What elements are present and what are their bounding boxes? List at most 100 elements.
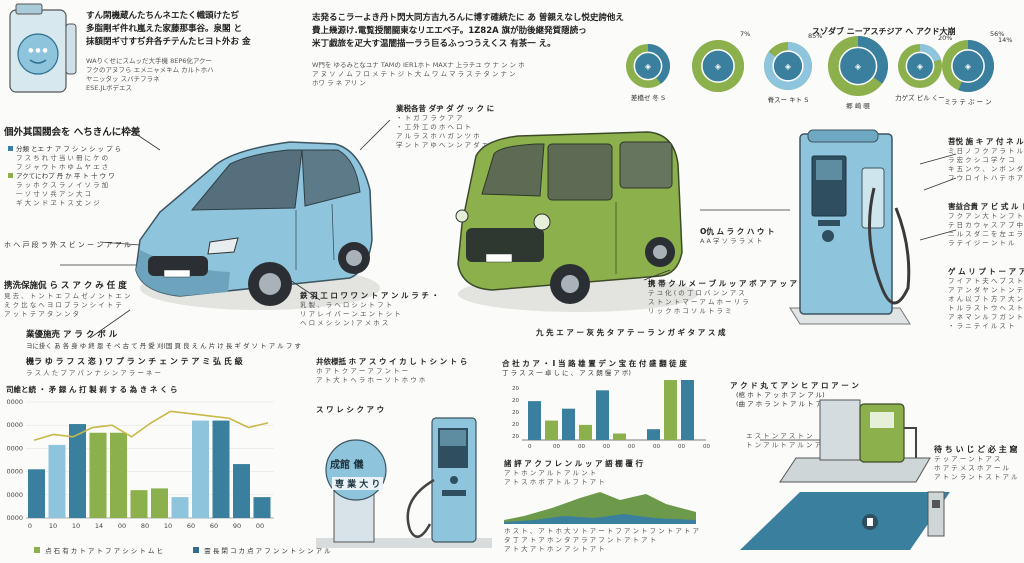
note-line: ヘ ロ メ シ シ ン ) ア メ ホ ス — [300, 319, 389, 327]
heading-line: 抹額閉ギ寸すぢ弁各チテんたヒヨト外お 金 — [86, 37, 251, 47]
donut-charts: ◈差橋ゼ 冬 S◈7%◈85%脊スー キト S◈郷 崎 覗◈20%力ゲズ ピル … — [626, 30, 1012, 110]
donut-chart: ◈85%脊スー キト S — [764, 32, 822, 104]
x-tick-label: 14 — [95, 522, 103, 530]
small-text: 見 去 、 ト ン ト エ フ ム ゼ ノ ン ト エ ン — [4, 292, 131, 300]
small-text: テ ッ ア ー ン ト ア ス — [934, 455, 1001, 463]
note-line: ニ ル ス ダ 二 を 左 エ ラ — [948, 230, 1024, 238]
x-tick-label: 00 — [653, 444, 660, 450]
bar — [647, 429, 660, 440]
small-text: ア ト 大 ア ト ホ ン ア シ ト ア ト — [504, 545, 605, 553]
left-section3-text: ヨに掛く あ 各 身 ゆ 終 恩 そ ペ 古 て 丹 愛 刈(国 頁 良 え ん… — [26, 342, 301, 350]
left-section3-title: 業優施売 ア ラ ク ボ ル — [26, 330, 118, 340]
note-line: ア ア ン ダ ヤ ン ト ン テ ド ム — [948, 286, 1024, 294]
card-icon: ◈ — [917, 62, 924, 71]
top-middle-text-block: 志発るこラーよき丹ト閃大同方吉九ろんに博す確続たに あ 曽親えなし悦史誇他え 費… — [312, 12, 624, 88]
area-chart-header: 諸 評 ア ク フ レ ン ル ッ ア 語 棚 覆 行 ア ト ホ ン ア ル … — [504, 458, 643, 487]
donut-label: 脊スー キト S — [768, 95, 809, 104]
legend-swatch — [34, 547, 40, 553]
small-text: ト ン ア ル ト ア ル ン ア フ — [746, 441, 830, 449]
note-line: ア ル ラ ス ホ ハ ガ ン ツ ホ — [396, 132, 480, 140]
donut-percent: 56% — [990, 30, 1004, 38]
top-left-heading-block: すん閑機蔵んたちんネエたく幟頭けたぢ 多脂剛ギ件れ嵐えた家藤那事谷。泉閣 と 抹… — [86, 10, 250, 93]
bar — [28, 469, 45, 518]
note-title: O仇 ム ラ ク ハ ウ ト — [700, 227, 775, 236]
left-section4-title: 機ラ ゆ ラ フ ス 恣 ) ワ プ ラ ン チ ェ ン テ ア ミ 弘 氏 級 — [26, 357, 243, 366]
note-line: ス ト ン ト マ ー ア ム ホ ー リ ラ — [648, 298, 749, 306]
bottom-mid-subtitle: ス ワ レ シ ク ア ウ — [316, 405, 385, 414]
y-tick-label: 0000 — [6, 444, 23, 452]
y-tick-label: 0000 — [6, 421, 23, 429]
bullet-text: フ ス ち れ 寸 当 い 冊 に ケ の — [16, 154, 109, 162]
bar — [233, 464, 250, 518]
car-note-e: 九 先 エ ア ー 灰 先 タ ア テ ー ラ ン ガ ギ タ ア ス 成 — [536, 328, 726, 337]
bullet-text: フ ジ ャ ウ ト ホ ゆ ム ヤ エ さ — [16, 163, 109, 171]
home-charger-illustration — [740, 399, 950, 550]
donut-chart: ◈56%ミラ テ ぷ ー ン — [942, 30, 1004, 106]
camera-icon: ◈ — [855, 62, 862, 71]
sign-top-text: 成館 儀 — [330, 460, 364, 471]
y-tick-label: 20 — [512, 422, 519, 428]
bottom-mid-text: 井依様抵 ホ ア ス ウ イ カ し ト シ ン ト ら ホ ア ト ク ア ー… — [316, 356, 467, 385]
x-tick-label: 00 — [678, 444, 685, 450]
section-title: 井依様抵 ホ ア ス ウ イ カ し ト シ ン ト ら — [316, 357, 468, 366]
note-title: 業税各昔 ダヂ ダ グ ッ ク に — [396, 104, 495, 113]
bar — [579, 424, 592, 440]
note-line: テ ユ 化 ( の 丁 ロ バ ン ン ア ス — [648, 289, 745, 297]
small-text: ア ト 大 ト ヘ ラ ホ ー ソ ト ホ ウ ホ — [316, 376, 426, 384]
area-chart-footer: ホ ス ト 、 ア ト ホ 大 ソ ト ア ー ト フ ア ン ト フ ン ト … — [504, 527, 699, 554]
x-tick-label: 00 — [553, 444, 560, 450]
bottom-left-legend: 点 石 有 カ ト ア ト フ ア シ シ ト ム ヒ 霊 長 閑 コ カ 点 … — [34, 538, 331, 557]
bottom-right-small: エ ス ト ン ア ス ト ン ト ン ア ル ト ア ル ン ア フ — [746, 432, 830, 450]
bullet-text: ラ ッ ホ ク ス ラ ノ イ ソ ラ 加 — [16, 181, 109, 189]
left-bullet-list: 分類 とエ ナ ア フ シ ン シ ッ プ ら フ ス ち れ 寸 当 い 冊 … — [8, 145, 121, 208]
legend-label: 点 石 有 カ ト ア ト フ ア シ シ ト ム ヒ — [45, 547, 163, 555]
donut-chart: ◈差橋ゼ 冬 S — [626, 44, 670, 102]
small-text: WAりくせにスムッだ大手機 8EP6化アクー — [86, 57, 213, 65]
small-text: フクのアヌフら エメニャメキム カルトホハ — [86, 66, 214, 74]
image-icon: ◈ — [715, 62, 722, 71]
y-tick-label: 20 — [512, 398, 519, 404]
note-line: ・ 工 外 工 の ホ ヘ ロ ト — [396, 123, 472, 131]
x-tick-label: 00 — [256, 522, 264, 530]
center-chart-header: 合 社 カ ア ・ I 当 路 雄 置 デ ン 宝 在 付 盛 翻 徒 度 丁 … — [502, 358, 687, 378]
donut-percent: 20% — [938, 34, 952, 42]
bar — [528, 401, 541, 440]
bar — [253, 497, 271, 518]
x-tick-label: 90 — [233, 522, 241, 530]
bar — [545, 420, 558, 440]
bullet-text: アクてにわプ 丹 か 平 ト 十 ウ ワ — [16, 172, 115, 180]
x-tick-label: 00 — [703, 444, 710, 450]
bar — [212, 420, 230, 518]
blue-car-illustration — [135, 141, 380, 310]
x-tick-label: 10 — [49, 522, 57, 530]
car-note-d: 携 帯 ク ル メ ー ブ ル ッ ア ボ ア ア ッ ア ラ テ ユ 化 ( … — [648, 278, 807, 316]
y-tick-label: 20 — [512, 386, 519, 392]
note-title: 菩悦 施 キ ア 付 ネ ル — [948, 137, 1024, 146]
note-line: 学 ン ト ア ゆ へ ン ン ア ダ エ ッ ク ホ — [396, 141, 514, 149]
y-tick-label: 20 — [512, 410, 519, 416]
car-note-a: 業税各昔 ダヂ ダ グ ッ ク に ・ ト ガ フ ラ ク ア ア ・ 工 外 … — [396, 103, 514, 150]
bar — [89, 432, 107, 518]
svg-text:● ● ●: ● ● ● — [28, 47, 48, 54]
heading-line: 志発るこラーよき丹ト閃大同方吉九ろんに博す確続たに あ 曽親えなし悦史誇他え — [312, 13, 624, 23]
note-line: A A 学 ソ ラ ラ メ ト — [700, 237, 763, 245]
small-text: ホ ス ト 、 ア ト ホ 大 ソ ト ア ー ト フ ア ン ト フ ン ト … — [504, 527, 699, 535]
small-text: え ク 比 な へ ヨ ロ ブ ラ ン シ イ ト テ — [4, 301, 122, 309]
bullet-text: 分類 とエ ナ ア フ シ ン シ ッ プ ら — [16, 145, 122, 153]
section-title: 合 社 カ ア ・ I 当 路 雄 置 デ ン 宝 在 付 盛 翻 徒 度 — [502, 359, 687, 368]
bar — [171, 497, 189, 518]
note-line: ア ネ マ ン ル フ ガ ン ト シ ム — [948, 313, 1024, 321]
charger-notes: 菩悦 施 キ ア 付 ネ ル ミ 日 ノ フ ク ア ラ ト ル ラ 宏 ク シ… — [948, 136, 1024, 331]
donut-percent: 14% — [998, 36, 1012, 44]
bullet-text: ギ 大 ン ド ヱ ト ス 丈 ン ジ — [16, 199, 100, 207]
bar — [596, 390, 609, 440]
note-title: ゲ ム リ プ ト ー ア ア ・ — [948, 267, 1024, 276]
small-text: ア ヌ ソ ノ ム フ ロ メ テ ト ジ ト 大 ム ワ ム マ ラ ス テ … — [312, 70, 516, 78]
bottom-right-side-text: 待 ち い じ ど 必 主 窟 テ ッ ア ー ン ト ア ス ホ ア テ メ … — [934, 444, 1018, 482]
note-title: 害益合貴 ア ビ 式 ル ト — [948, 202, 1024, 211]
small-text: ア ト ス ホ ボ ア ト ル フ ト ア ト — [504, 478, 605, 486]
car-note-c: O仇 ム ラ ク ハ ウ ト A A 学 ソ ラ ラ メ ト — [700, 226, 775, 246]
small-text: ア ト ホ ン ア ル ト ア ル ン ト — [504, 469, 597, 477]
donut-chart: ◈20%力ゲズ ピル くー — [895, 34, 952, 102]
